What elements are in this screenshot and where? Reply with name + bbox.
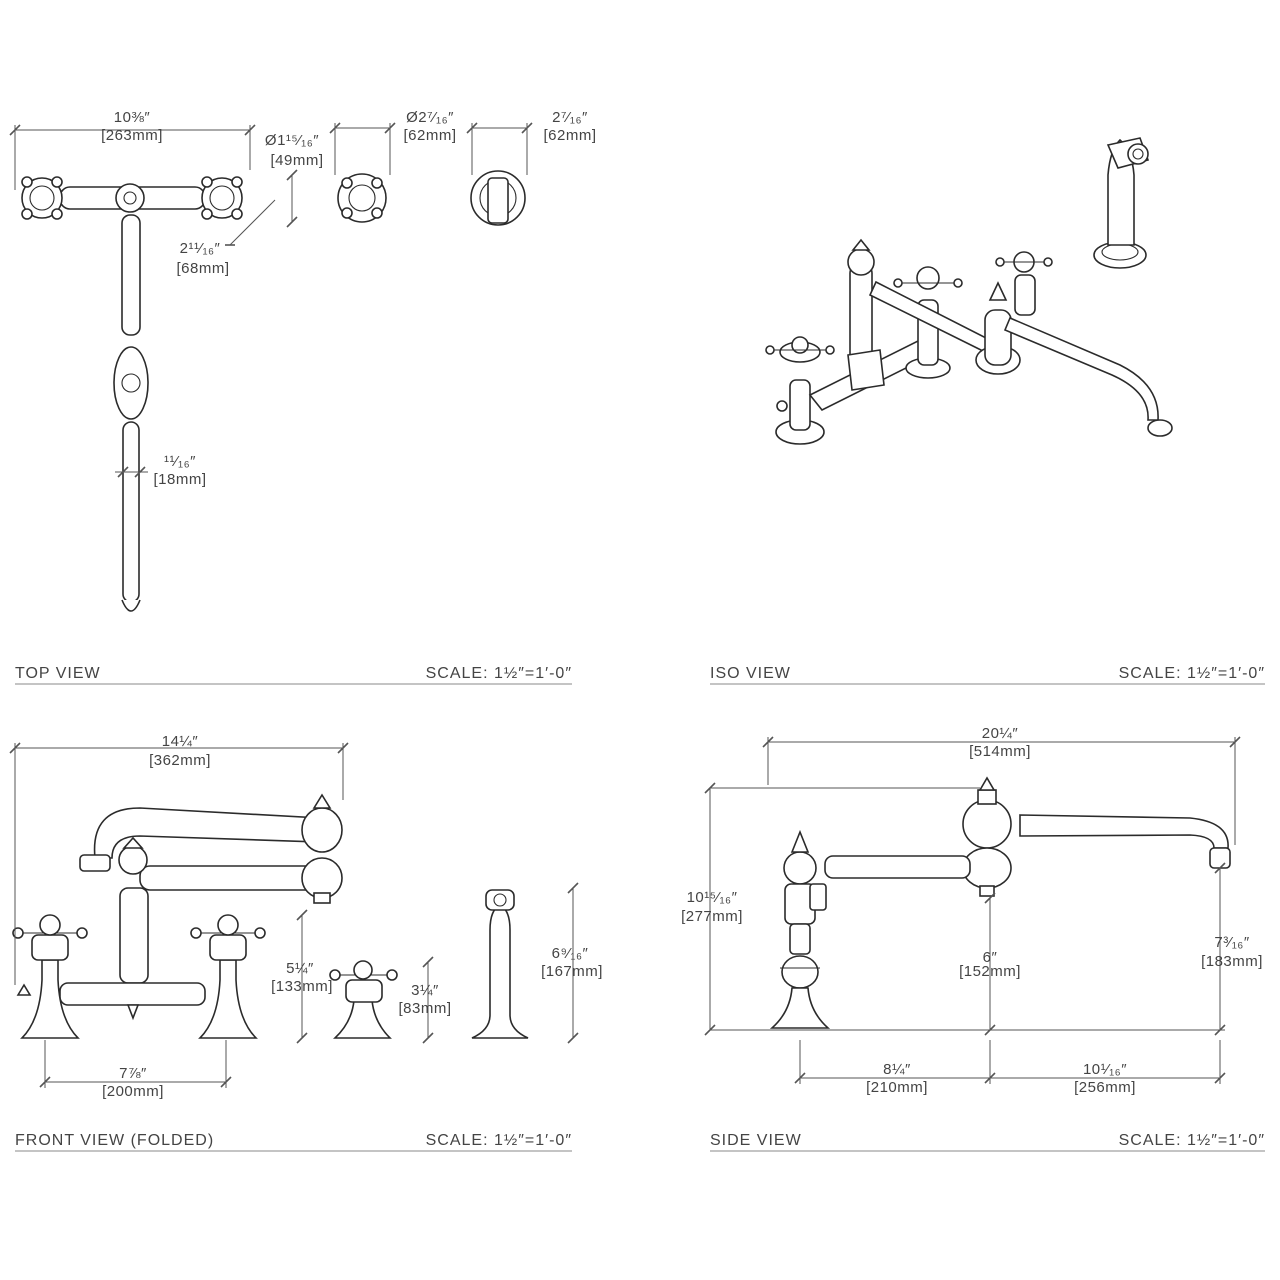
dim-text: [514mm] <box>969 743 1031 760</box>
dim-text: [83mm] <box>398 1000 451 1017</box>
dim-text: 6″ <box>983 949 998 966</box>
side-view: 20¼″ [514mm] 10¹⁵⁄₁₆″ [277mm] 6″ [152mm]… <box>681 725 1265 1152</box>
view-title: FRONT VIEW (FOLDED) <box>15 1132 214 1149</box>
dim-text: 5¼″ <box>286 960 314 977</box>
view-scale: SCALE: 1½″=1′-0″ <box>1119 665 1265 682</box>
dim-text: 20¼″ <box>982 725 1019 742</box>
dim-text: [62mm] <box>543 127 596 144</box>
dim-text: 2⁷⁄₁₆″ <box>552 109 588 126</box>
view-scale: SCALE: 1½″=1′-0″ <box>426 665 572 682</box>
sprayer-top <box>337 173 387 223</box>
dim-text: 3¼″ <box>411 982 439 999</box>
right-cross-handle <box>201 176 243 220</box>
dim-front-centers: 7⅞″ [200mm] <box>39 1040 232 1100</box>
dim-overall-width-top: 10⅜″ [263mm] <box>9 109 256 190</box>
dim-sprayer-diameter: Ø2⁷⁄₁₆″ [62mm] <box>329 109 456 175</box>
dim-side-overall-reach: 20¼″ [514mm] <box>762 725 1241 845</box>
dim-text: ¹¹⁄₁₆″ <box>164 453 196 470</box>
top-view-drawing <box>21 176 243 612</box>
dim-text: [152mm] <box>959 963 1021 980</box>
dim-side-base-to-pivot: 8¼″ [210mm] <box>794 1040 996 1096</box>
front-view: 14¼″ [362mm] 5¼″ [133mm] 3¼″ [83mm] 6⁹⁄₁… <box>9 733 603 1152</box>
dim-text: [183mm] <box>1201 953 1263 970</box>
dim-text: [68mm] <box>176 260 229 277</box>
dim-front-sprayer-height: 6⁹⁄₁₆″ [167mm] <box>541 882 603 1044</box>
left-cross-handle <box>21 176 63 220</box>
dim-text: [277mm] <box>681 908 743 925</box>
view-scale: SCALE: 1½″=1′-0″ <box>426 1132 572 1149</box>
dim-side-arm-height: 6″ [152mm] <box>959 892 1021 1036</box>
dim-front-bridge-height: 5¼″ [133mm] <box>271 909 333 1044</box>
dim-text: 14¼″ <box>162 733 199 750</box>
iso-drawing <box>765 137 1173 445</box>
dim-text: [133mm] <box>271 978 333 995</box>
view-title: ISO VIEW <box>710 665 791 682</box>
base-top <box>470 170 526 226</box>
dim-text: [200mm] <box>102 1083 164 1100</box>
dim-front-handle-height: 3¼″ [83mm] <box>398 956 451 1044</box>
dim-text: [167mm] <box>541 963 603 980</box>
dim-text: 10¹⁄₁₆″ <box>1083 1061 1127 1078</box>
dim-text: [263mm] <box>101 127 163 144</box>
view-title: SIDE VIEW <box>710 1132 802 1149</box>
dim-text: [49mm] <box>270 152 323 169</box>
side-drawing <box>769 776 1231 1029</box>
dim-text: [362mm] <box>149 752 211 769</box>
dim-side-pivot-to-spout: 10¹⁄₁₆″ [256mm] <box>990 1040 1226 1096</box>
dim-text: 6⁹⁄₁₆″ <box>552 945 589 962</box>
dim-spout-diameter: ¹¹⁄₁₆″ [18mm] <box>115 453 206 488</box>
view-title: TOP VIEW <box>15 665 101 682</box>
dim-text: [256mm] <box>1074 1079 1136 1096</box>
dim-text: [62mm] <box>403 127 456 144</box>
dim-text: 10⅜″ <box>114 109 151 126</box>
dim-text: 8¼″ <box>883 1061 911 1078</box>
view-scale: SCALE: 1½″=1′-0″ <box>1119 1132 1265 1149</box>
iso-view: ISO VIEW SCALE: 1½″=1′-0″ <box>710 137 1265 685</box>
dim-text: 7³⁄₁₆″ <box>1214 934 1249 951</box>
dim-text: [210mm] <box>866 1079 928 1096</box>
dim-text: Ø1¹⁵⁄₁₆″ <box>265 132 319 149</box>
dim-handle-diameter: Ø1¹⁵⁄₁₆″ [49mm] <box>265 132 323 228</box>
dim-text: 7⅞″ <box>119 1065 147 1082</box>
front-drawing <box>12 793 529 1039</box>
top-view: 10⅜″ [263mm] Ø1¹⁵⁄₁₆″ [49mm] 2¹¹⁄₁₆″ [68… <box>9 109 596 685</box>
dim-side-overall-height: 10¹⁵⁄₁₆″ [277mm] <box>681 782 1225 1036</box>
dim-front-overall-width: 14¼″ [362mm] <box>9 733 349 985</box>
dim-side-spout-height: 7³⁄₁₆″ [183mm] <box>1201 862 1263 1036</box>
dim-text: [18mm] <box>153 471 206 488</box>
dim-text: Ø2⁷⁄₁₆″ <box>406 109 454 126</box>
dim-base-diameter: 2⁷⁄₁₆″ [62mm] <box>466 109 596 175</box>
dim-handle-diagonal: 2¹¹⁄₁₆″ [68mm] <box>176 199 276 277</box>
dim-text: 2¹¹⁄₁₆″ <box>180 240 221 257</box>
dim-text: 10¹⁵⁄₁₆″ <box>687 889 738 906</box>
